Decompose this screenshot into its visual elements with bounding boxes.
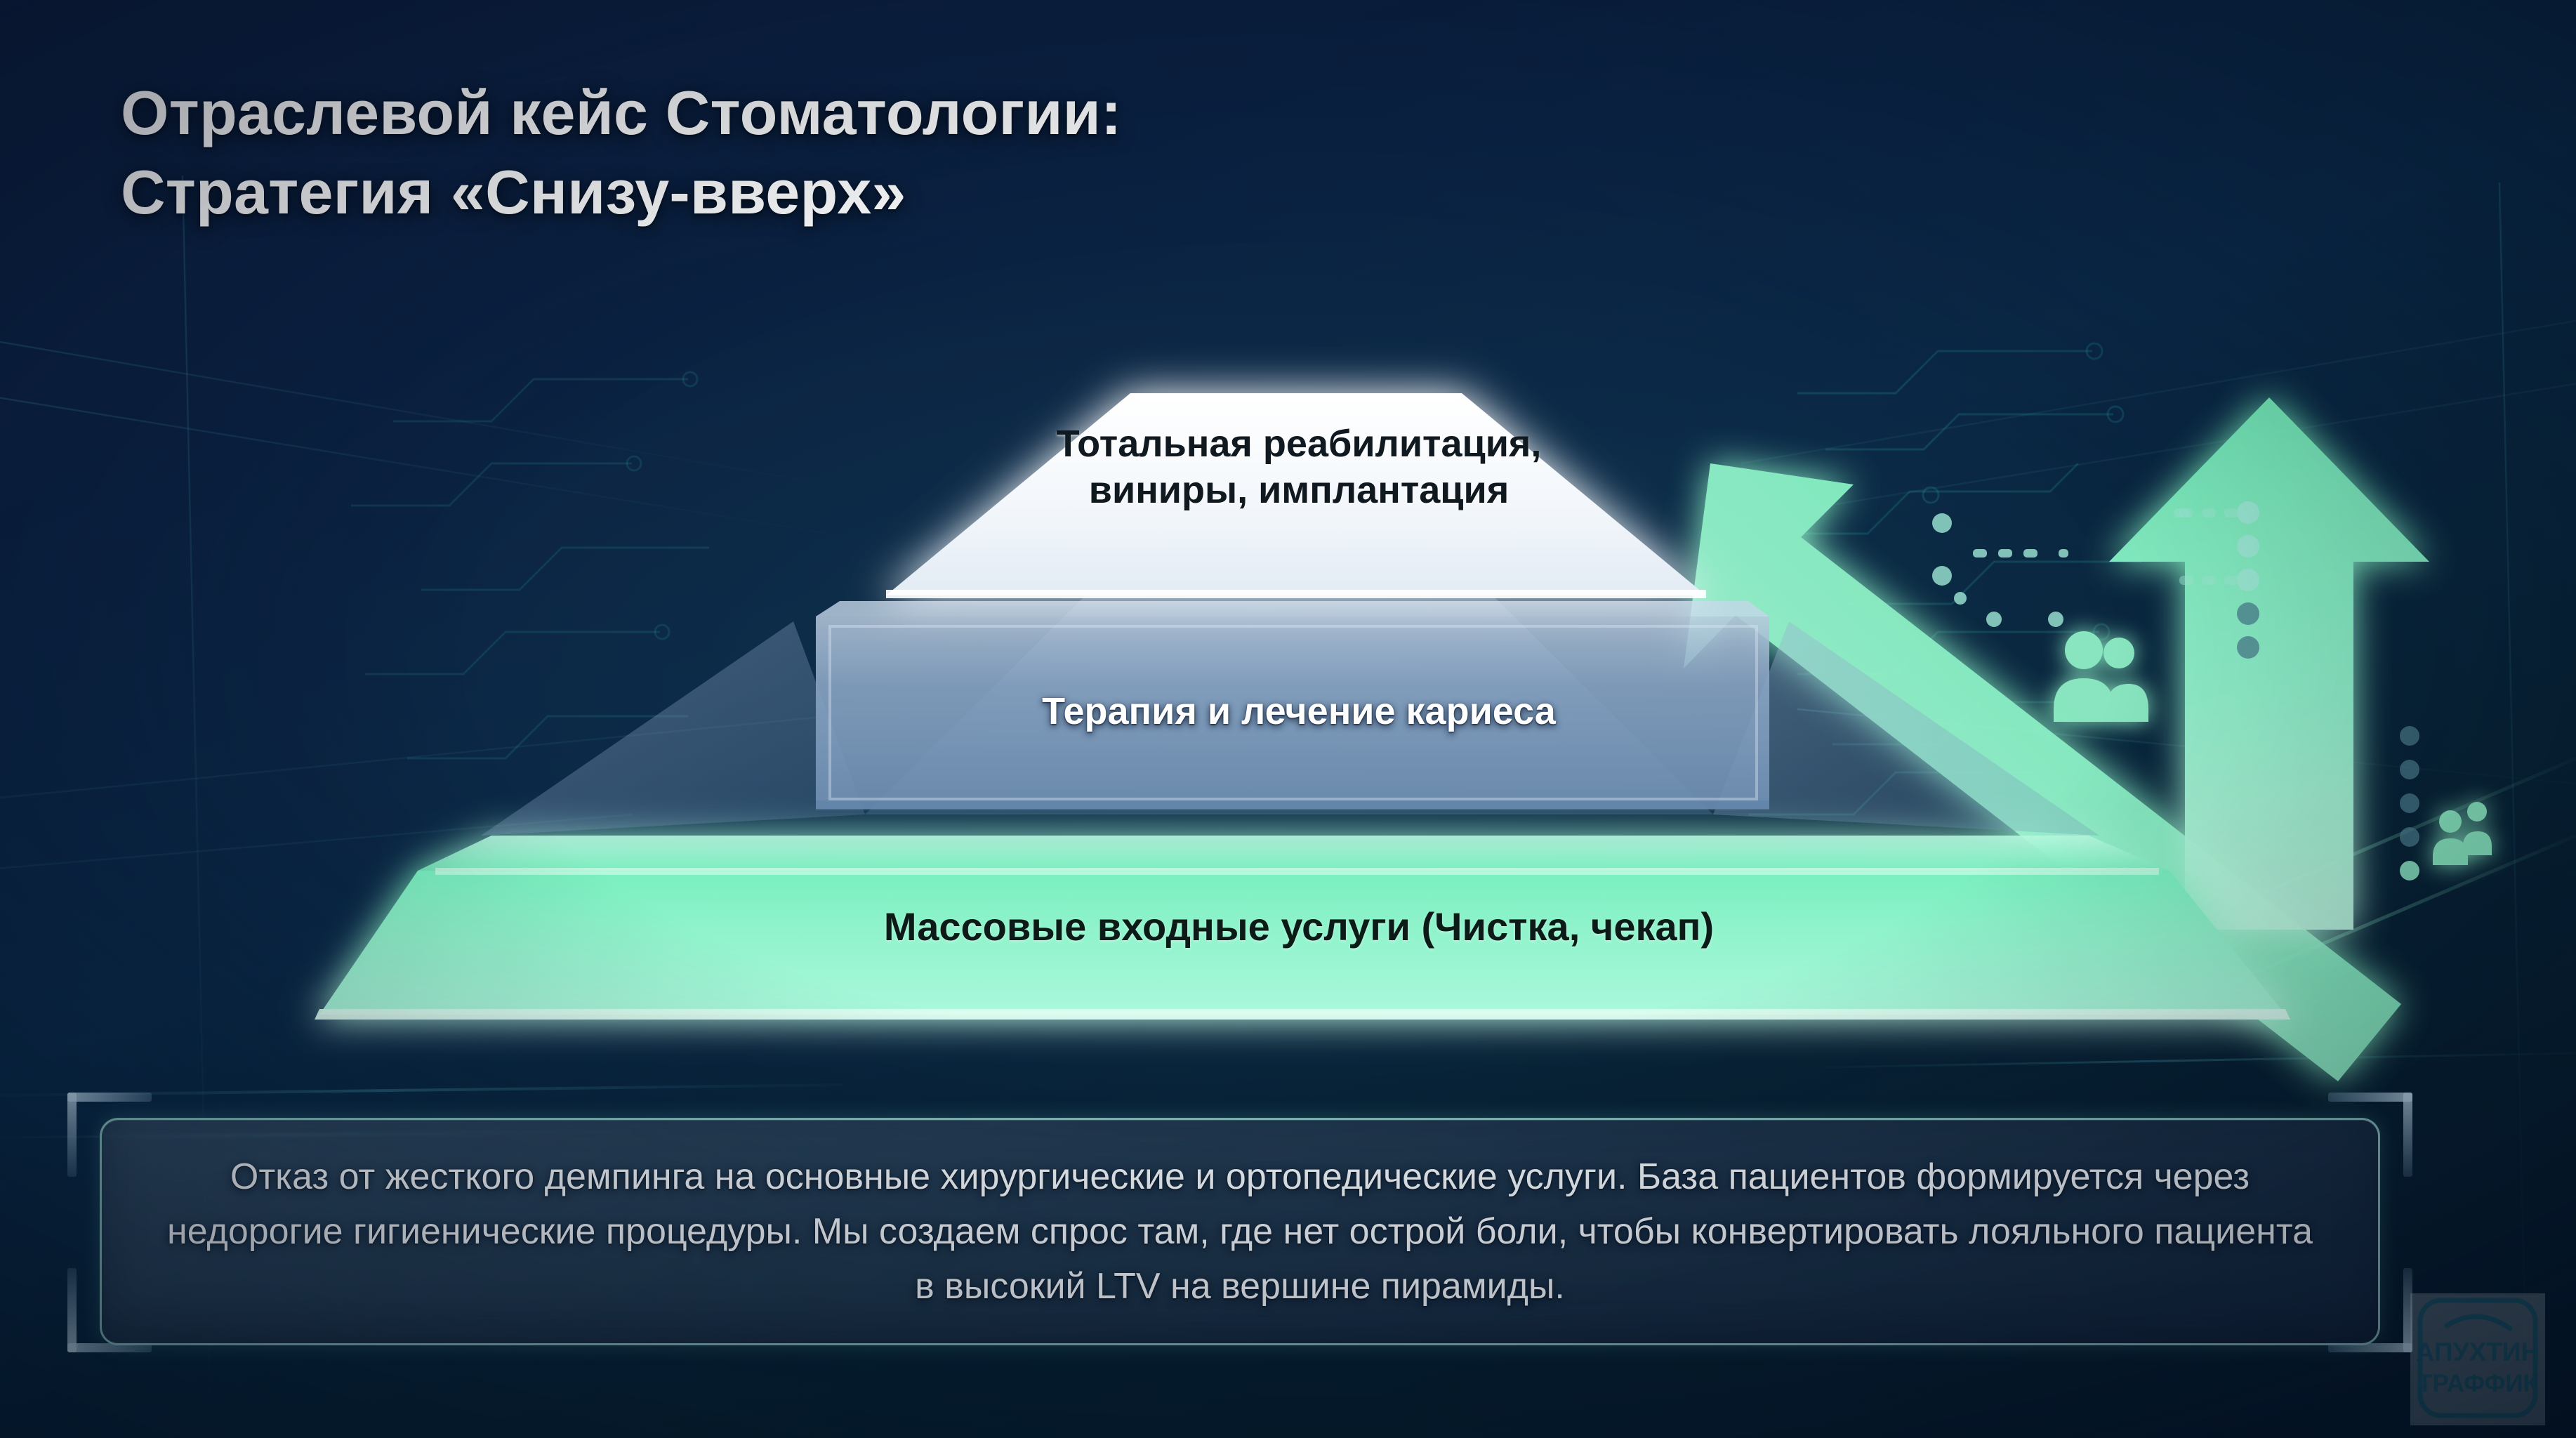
slide-canvas: Отраслевой кейс Стоматологии: Стратегия … xyxy=(0,0,2576,1438)
vignette-overlay xyxy=(0,0,2576,1438)
